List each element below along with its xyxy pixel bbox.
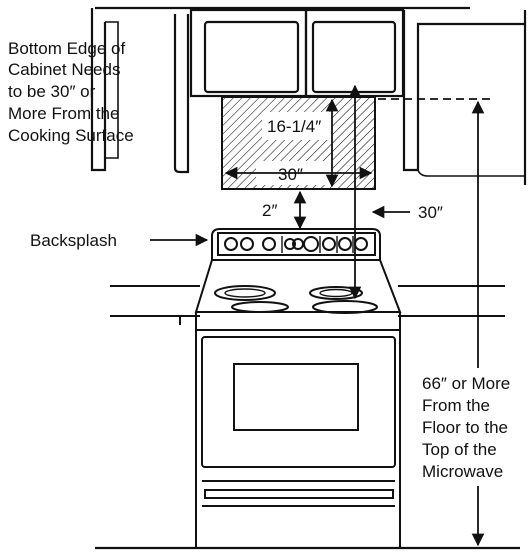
microwave-width-label: 30″ — [278, 165, 303, 184]
dimension-lines — [150, 84, 490, 547]
cabinet-note-line-1: Bottom Edge of — [8, 39, 125, 58]
cabinet-note-line-2: Cabinet Needs — [8, 60, 120, 79]
floor-note: 66″ or More From the Floor to the Top of… — [418, 368, 526, 486]
floor-note-line-4: Top of the — [422, 440, 497, 459]
backsplash-label: Backsplash — [30, 231, 117, 250]
cabinet-to-cooktop-label: 30″ — [418, 203, 443, 222]
countertops — [110, 285, 505, 325]
cabinet-note-line-4: More From the — [8, 104, 119, 123]
floor-note-line-5: Microwave — [422, 462, 503, 481]
cabinet-note-line-5: Cooking Surface — [8, 126, 134, 145]
floor-note-line-2: From the — [422, 396, 490, 415]
microwave-height-label: 16-1/4″ — [267, 117, 321, 136]
floor-note-line-3: Floor to the — [422, 418, 508, 437]
cabinet-note-line-3: to be 30″ or — [8, 82, 96, 101]
range — [194, 228, 402, 548]
gap-above-range-label: 2″ — [262, 201, 277, 220]
floor-note-line-1: 66″ or More — [422, 374, 510, 393]
